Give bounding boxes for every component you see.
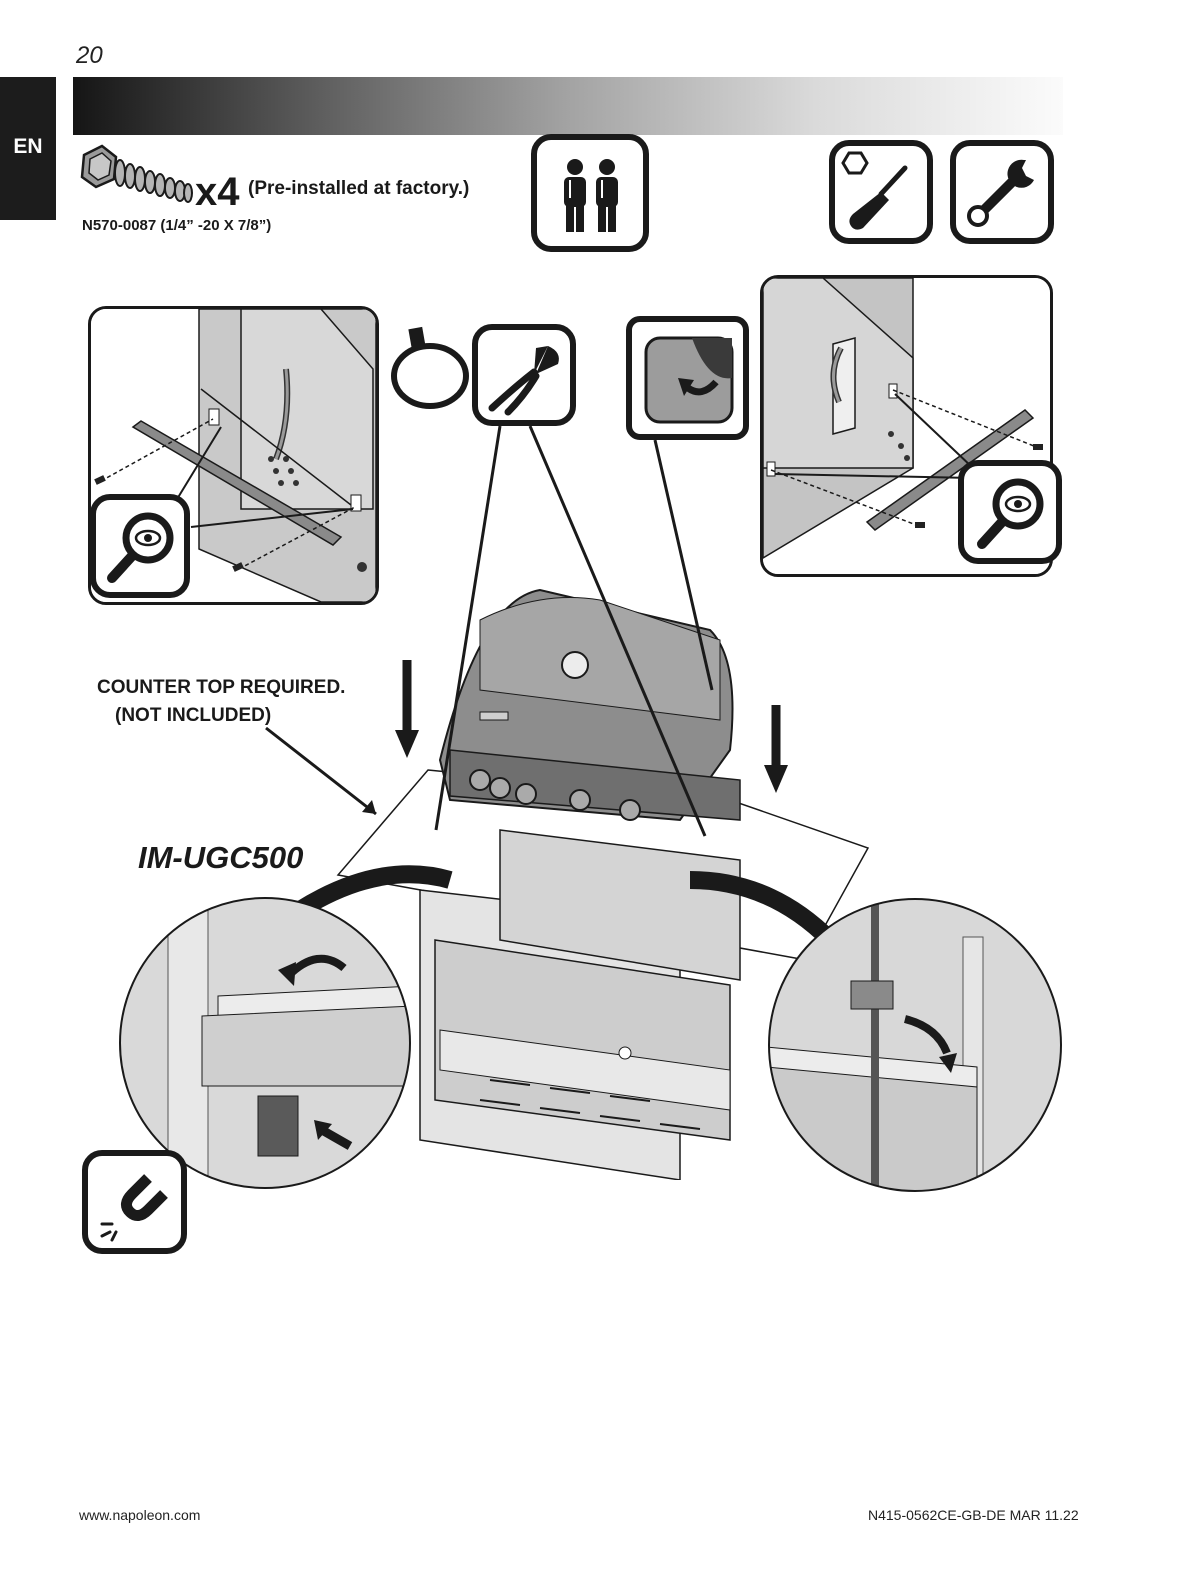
screwdriver-icon bbox=[829, 140, 933, 244]
counter-top-note-line2: (NOT INCLUDED) bbox=[97, 702, 345, 730]
footer-doc-code: N415-0562CE-GB-DE MAR 11.22 bbox=[868, 1507, 1079, 1523]
part-number: N570-0087 (1/4” -20 X 7/8”) bbox=[82, 217, 271, 234]
counter-top-note-line1: COUNTER TOP REQUIRED. bbox=[97, 677, 345, 698]
preinstalled-note: (Pre-installed at factory.) bbox=[248, 178, 469, 200]
footer-website: www.napoleon.com bbox=[79, 1507, 200, 1523]
header-bar bbox=[73, 77, 1063, 135]
cable-tie-icon bbox=[388, 322, 472, 412]
magnifier-eye-icon bbox=[90, 494, 190, 598]
model-label: IM-UGC500 bbox=[138, 840, 303, 876]
side-cutters-icon bbox=[472, 324, 576, 426]
magnet-icon bbox=[82, 1150, 187, 1254]
bolt-icon bbox=[80, 143, 195, 215]
right-regulator-detail bbox=[767, 897, 1063, 1193]
two-person-icon bbox=[531, 134, 649, 252]
counter-top-note: COUNTER TOP REQUIRED. (NOT INCLUDED) bbox=[97, 674, 345, 730]
wrench-icon bbox=[950, 140, 1054, 244]
left-magnet-detail bbox=[118, 896, 412, 1190]
quantity-label: x4 bbox=[195, 170, 240, 215]
language-tab-label: EN bbox=[0, 135, 56, 159]
language-tab: EN bbox=[0, 77, 56, 220]
magnifier-eye-icon bbox=[958, 460, 1062, 564]
page-number: 20 bbox=[76, 42, 103, 70]
